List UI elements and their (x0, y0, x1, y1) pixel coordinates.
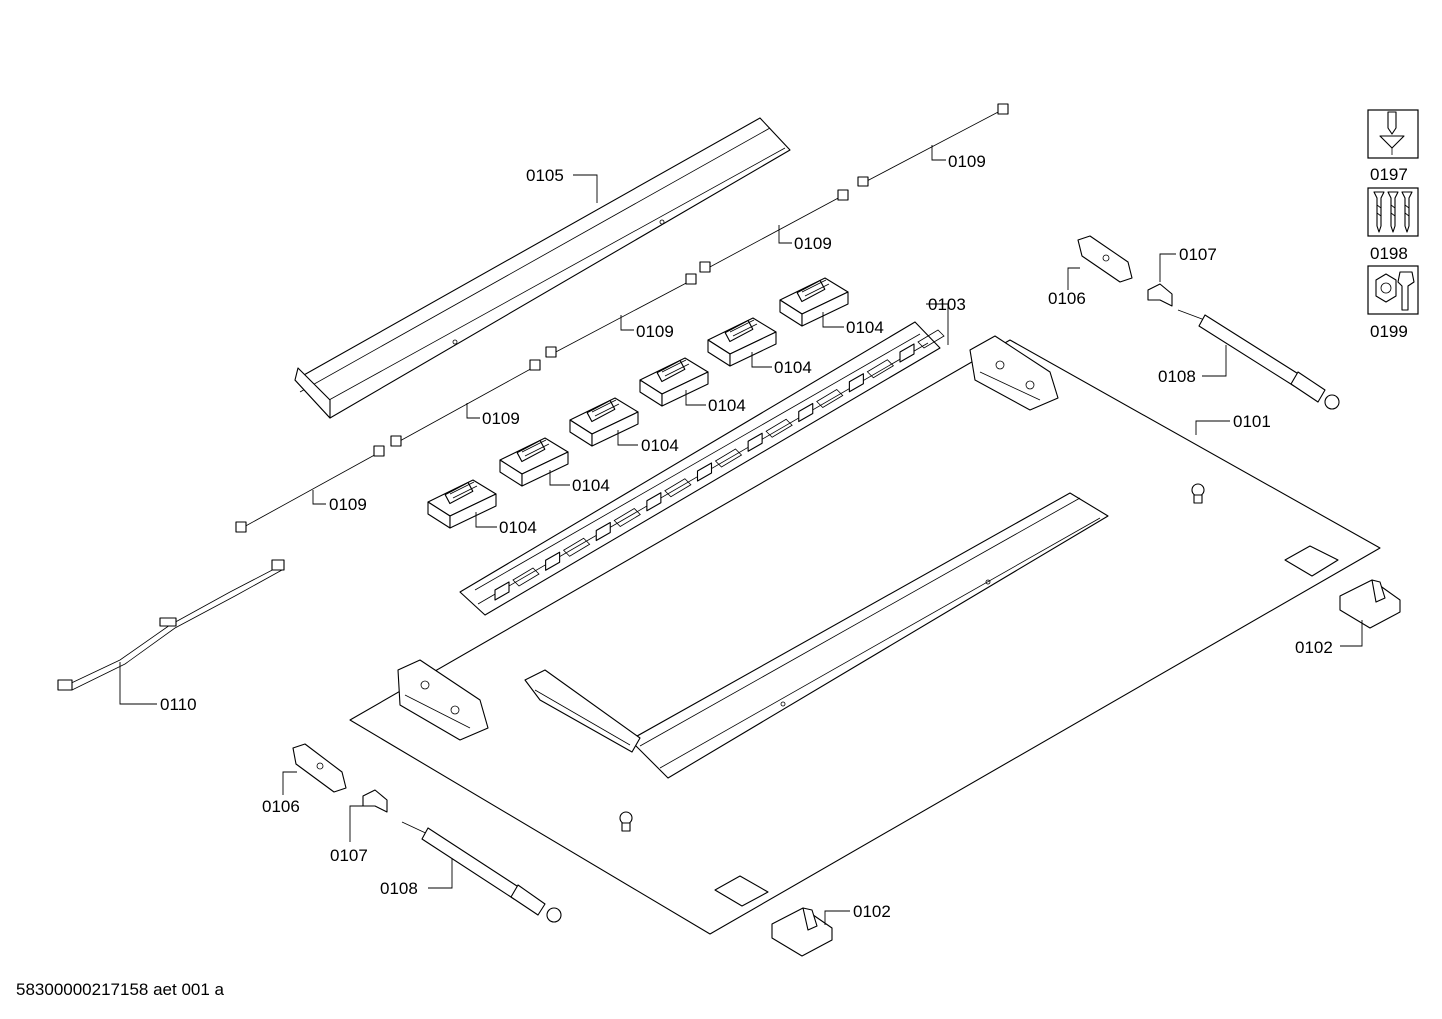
module-0104-5 (499, 437, 569, 487)
legend-label-0197: 0197 (1370, 165, 1408, 184)
label-0102-right: 0102 (1295, 638, 1333, 657)
module-0104-3 (639, 357, 709, 407)
label-0101: 0101 (1233, 412, 1271, 431)
module-0104-4 (569, 397, 639, 447)
frame-slot (494, 567, 540, 601)
hinge-lower (397, 659, 489, 741)
legend-icons: 0197 0198 0199 (1367, 109, 1419, 341)
frame-slot (595, 507, 641, 542)
frame-slot (899, 329, 945, 363)
bracket-0106-lower (292, 743, 347, 793)
label-0104-e: 0104 (572, 476, 610, 495)
gas-strut-0108-upper (1177, 309, 1340, 410)
label-0104-b: 0104 (774, 358, 812, 377)
nut-wrench-icon (1367, 265, 1419, 315)
cover-strip-0105 (294, 117, 791, 419)
modules-0104 (427, 277, 849, 529)
screwdriver-screw-icon (1367, 109, 1419, 159)
clip-0107-upper (1147, 283, 1173, 307)
cable-0109-a (857, 103, 1009, 187)
clip-0107-lower (362, 789, 388, 813)
legend-label-0199: 0199 (1370, 322, 1408, 341)
frame-slot (747, 418, 793, 452)
label-0109-d: 0109 (482, 409, 520, 428)
module-0104-1 (779, 277, 849, 327)
label-0106-lower: 0106 (262, 797, 300, 816)
label-0106-upper: 0106 (1048, 289, 1086, 308)
pin-upper (1191, 483, 1205, 504)
label-0108-lower: 0108 (380, 879, 418, 898)
frame-slot (646, 478, 692, 512)
label-0109-a: 0109 (948, 152, 986, 171)
label-0104-a: 0104 (846, 318, 884, 337)
cable-0109-d (390, 359, 541, 447)
label-0108-upper: 0108 (1158, 367, 1196, 386)
label-0105: 0105 (526, 166, 564, 185)
main-panel-0101 (349, 335, 1381, 935)
label-0109-b: 0109 (794, 234, 832, 253)
drawing-code: 58300000217158 aet 001 a (16, 980, 224, 999)
module-0104-2 (707, 317, 777, 367)
bracket-0106-upper (1077, 235, 1133, 283)
label-0109-c: 0109 (636, 322, 674, 341)
frame-slot (545, 537, 591, 571)
frame-slot (848, 359, 895, 393)
label-0104-f: 0104 (499, 518, 537, 537)
label-0107-upper: 0107 (1179, 245, 1217, 264)
cable-0109-c (545, 273, 697, 358)
label-0102-bottom: 0102 (853, 902, 891, 921)
legend-label-0198: 0198 (1370, 244, 1408, 263)
frame-rail-0103 (459, 321, 945, 616)
label-0107-lower: 0107 (330, 846, 368, 865)
wiring-harness-0110 (57, 559, 285, 691)
label-0110: 0110 (160, 695, 197, 714)
part-labels: 0105 0109 0109 0109 0109 0109 0104 0104 … (160, 152, 1333, 921)
label-0104-d: 0104 (641, 436, 679, 455)
cable-0109-e (235, 445, 385, 533)
screws-icon (1367, 187, 1419, 237)
bracket-0102-right (1339, 579, 1401, 629)
label-0103: 0103 (928, 295, 966, 314)
label-0104-c: 0104 (708, 396, 746, 415)
leader-lines (119, 145, 1363, 925)
pin-lower (619, 811, 633, 832)
bracket-0102-bottom (771, 907, 833, 957)
hinge-upper (969, 335, 1059, 411)
frame-slot (696, 448, 743, 482)
module-0104-6 (427, 479, 497, 529)
label-0109-e: 0109 (329, 495, 367, 514)
frame-slot (798, 388, 844, 423)
cable-0109-b (699, 189, 849, 273)
gas-strut-0108-lower (401, 821, 562, 923)
